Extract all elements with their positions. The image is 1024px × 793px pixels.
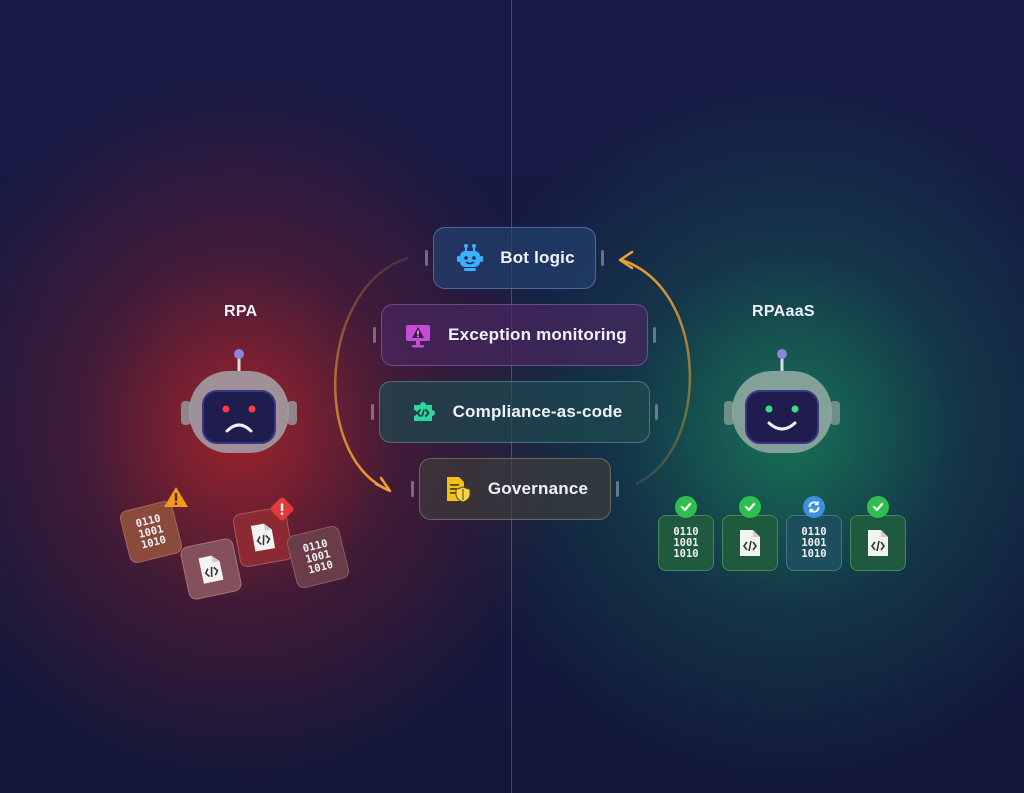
- pill-tick: [616, 481, 619, 497]
- check-icon: [675, 496, 697, 518]
- warning-triangle-icon: [164, 487, 188, 507]
- happy-robot-icon: [724, 349, 840, 453]
- alert-badge-icon: [270, 497, 294, 521]
- code-puzzle-icon: [407, 396, 439, 428]
- code-file-icon: [250, 523, 276, 552]
- arrow-up-right: [621, 258, 692, 486]
- code-file-tile: [231, 505, 295, 569]
- step-label: Governance: [487, 479, 589, 498]
- pill-tick: [601, 250, 604, 266]
- step-label: Exception monitoring: [448, 325, 627, 344]
- step-exception-monitoring: Exception monitoring: [381, 304, 648, 366]
- pill-tick: [371, 404, 374, 420]
- code-file-tile: [850, 515, 906, 571]
- check-icon: [739, 496, 761, 518]
- warning-monitor-icon: [402, 319, 434, 351]
- code-file-icon: [740, 530, 760, 556]
- rpa-label: RPA: [224, 303, 258, 320]
- sad-robot-icon: [181, 349, 297, 453]
- check-icon: [867, 496, 889, 518]
- binary-tile: 0110 1001 1010: [658, 515, 714, 571]
- code-file-icon: [868, 530, 888, 556]
- arrow-down-left: [334, 256, 409, 492]
- robot-icon: [454, 242, 486, 274]
- code-file-icon: [198, 555, 224, 584]
- step-label: Compliance-as-code: [452, 402, 623, 421]
- cycle-arrows: [334, 250, 692, 493]
- step-governance: Governance: [419, 458, 611, 520]
- pill-tick: [653, 327, 656, 343]
- binary-tile: 0110 1001 1010: [786, 515, 842, 571]
- pill-tick: [425, 250, 428, 266]
- binary-tile: 0110 1001 1010: [285, 524, 351, 590]
- step-bot-logic: Bot logic: [433, 227, 596, 289]
- code-file-tile: [178, 536, 244, 602]
- rpaas-label: RPAaaS: [752, 303, 815, 320]
- pill-tick: [655, 404, 658, 420]
- document-shield-icon: [442, 473, 474, 505]
- pill-tick: [373, 327, 376, 343]
- code-file-tile: [722, 515, 778, 571]
- sync-icon: [803, 496, 825, 518]
- step-label: Bot logic: [500, 248, 575, 267]
- pill-tick: [411, 481, 414, 497]
- step-compliance-as-code: Compliance-as-code: [379, 381, 650, 443]
